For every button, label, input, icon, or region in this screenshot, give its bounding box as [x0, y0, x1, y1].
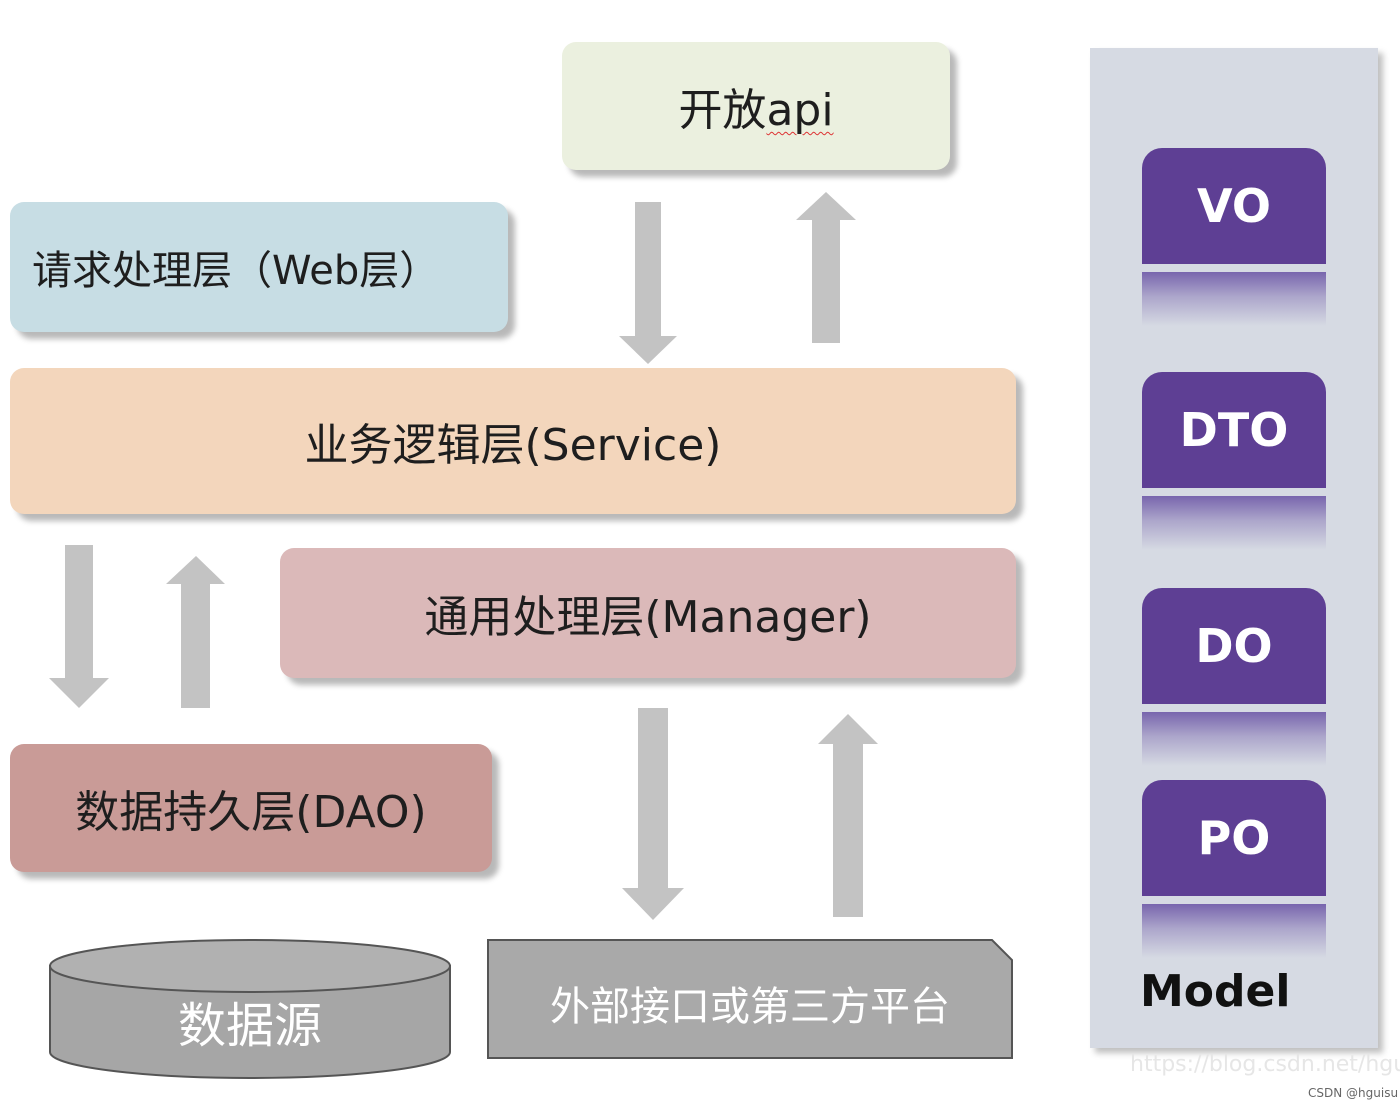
manager-layer-box: 通用处理层(Manager)	[280, 548, 1016, 678]
do-card-reflection	[1142, 712, 1326, 766]
dao-layer-label: 数据持久层(DAO)	[75, 787, 427, 838]
down-arrow-icon	[619, 202, 677, 364]
web-layer-box: 请求处理层（Web层）	[10, 202, 508, 332]
external-platform-shape	[487, 939, 1013, 1059]
manager-layer-label: 通用处理层(Manager)	[424, 592, 872, 643]
do-card: DO	[1142, 588, 1326, 704]
up-arrow-icon	[818, 714, 878, 917]
dto-card-reflection	[1142, 496, 1326, 550]
external-platform-label: 外部接口或第三方平台	[550, 984, 950, 1030]
vo-card: VO	[1142, 148, 1326, 264]
up-arrow-icon	[796, 192, 856, 343]
watermark-url: https://blog.csdn.net/hguisu	[1130, 1052, 1400, 1077]
service-layer-box: 业务逻辑层(Service)	[10, 368, 1016, 514]
data-source-label: 数据源	[177, 998, 322, 1054]
vo-card-reflection	[1142, 272, 1326, 326]
po-card: PO	[1142, 780, 1326, 896]
api-word: api	[766, 85, 834, 136]
down-arrow-icon	[622, 708, 684, 920]
dao-layer-box: 数据持久层(DAO)	[10, 744, 492, 872]
down-arrow-icon	[49, 545, 109, 708]
po-card-reflection	[1142, 904, 1326, 958]
up-arrow-icon	[166, 556, 225, 708]
model-panel: VO DTO DO PO Model	[1090, 48, 1378, 1048]
open-api-label: 开放api	[678, 85, 834, 136]
model-label: Model	[1140, 966, 1291, 1017]
service-layer-label: 业务逻辑层(Service)	[304, 420, 722, 471]
watermark-credit: CSDN @hguisu	[1308, 1086, 1399, 1100]
open-api-box: 开放api	[562, 42, 950, 170]
dto-card: DTO	[1142, 372, 1326, 488]
database-cylinder-icon	[49, 939, 451, 1079]
web-layer-label: 请求处理层（Web层）	[32, 248, 440, 294]
